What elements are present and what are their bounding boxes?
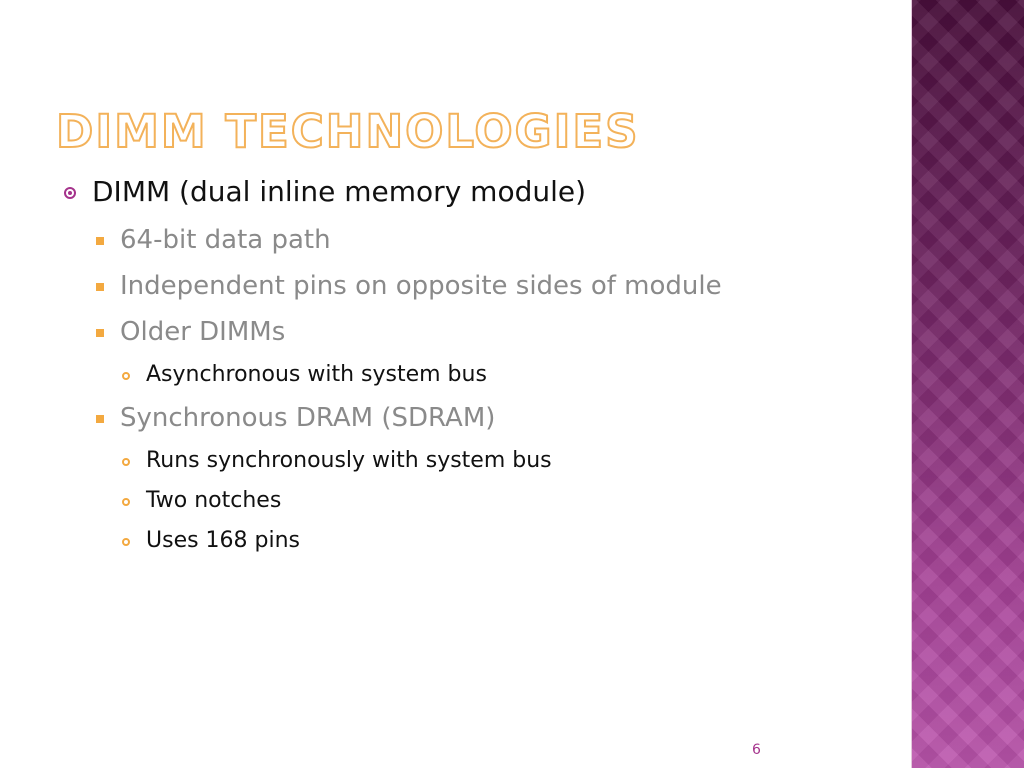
square-bullet-icon <box>96 283 104 291</box>
ring-bullet-icon <box>122 498 130 506</box>
ring-bullet-icon <box>122 538 130 546</box>
bullet-item-two-notches: Two notches <box>122 486 281 516</box>
ring-bullet-icon <box>122 458 130 466</box>
ring-bullet-icon <box>122 372 130 380</box>
bullet-text: Independent pins on opposite sides of mo… <box>120 271 722 301</box>
bullet-text: DIMM (dual inline memory module) <box>92 175 587 208</box>
bullet-item-older-dimms: Older DIMMs <box>96 314 285 350</box>
bullet-text: Two notches <box>146 488 282 513</box>
bullet-text: Asynchronous with system bus <box>146 362 487 387</box>
decorative-side-panel <box>912 0 1024 768</box>
bullet-text: Synchronous DRAM (SDRAM) <box>120 403 496 433</box>
bullet-item-independent-pins: Independent pins on opposite sides of mo… <box>96 268 722 304</box>
square-bullet-icon <box>96 415 104 423</box>
bullet-item-64-bit: 64-bit data path <box>96 222 331 258</box>
bullet-text: 64-bit data path <box>120 225 331 255</box>
side-panel-edge <box>911 0 912 768</box>
circle-dot-bullet-icon <box>64 187 76 199</box>
bullet-item-dimm: DIMM (dual inline memory module) <box>64 172 586 212</box>
slide-title: DIMM TECHNOLOGIES <box>55 104 640 159</box>
bullet-item-asynchronous: Asynchronous with system bus <box>122 360 487 390</box>
bullet-text: Older DIMMs <box>120 317 286 347</box>
bullet-text: Runs synchronously with system bus <box>146 448 552 473</box>
bullet-item-sdram: Synchronous DRAM (SDRAM) <box>96 400 495 436</box>
page-number: 6 <box>752 742 761 758</box>
bullet-item-runs-synchronously: Runs synchronously with system bus <box>122 446 552 476</box>
bullet-text: Uses 168 pins <box>146 528 301 553</box>
square-bullet-icon <box>96 237 104 245</box>
square-bullet-icon <box>96 329 104 337</box>
bullet-item-168-pins: Uses 168 pins <box>122 526 300 556</box>
